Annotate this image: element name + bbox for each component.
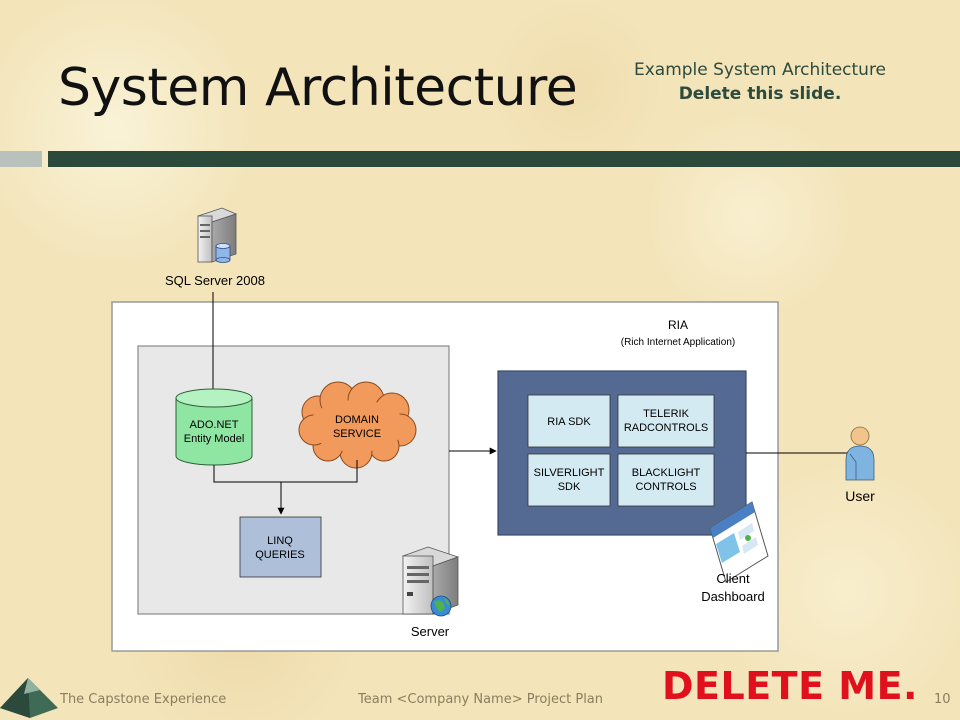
blacklight-tile — [617, 453, 715, 507]
ado-net-cylinder — [175, 388, 253, 466]
linq-label-1: LINQ — [267, 535, 293, 547]
subtitle-line-2: Delete this slide. — [678, 84, 842, 104]
footer-project: Team <Company Name> Project Plan — [358, 692, 604, 707]
database-icon — [215, 243, 231, 263]
ado-net-label-2: Entity Model — [184, 433, 245, 445]
ria-subtitle: (Rich Internet Application) — [621, 337, 736, 348]
linq-label-2: QUERIES — [255, 549, 305, 561]
silverlight-tile — [527, 453, 611, 507]
domain-service-cloud — [298, 381, 417, 469]
globe-icon — [430, 595, 452, 617]
user-icon — [845, 426, 875, 481]
title-rule-accent — [0, 151, 42, 167]
ado-domain-to-linq-connector — [213, 460, 358, 483]
sql-server-label: SQL Server 2008 — [165, 273, 265, 288]
logo-icon — [0, 678, 58, 718]
ria-sdk-label: RIA SDK — [547, 416, 591, 428]
telerik-label-2: RADCONTROLS — [624, 422, 708, 434]
silverlight-label-2: SDK — [558, 481, 581, 493]
subtitle-line-1: Example System Architecture — [633, 60, 887, 80]
domain-service-label-2: SERVICE — [333, 428, 381, 440]
telerik-tile — [617, 394, 715, 448]
ria-title: RIA — [668, 318, 688, 332]
client-dashboard-label-1: Client — [716, 571, 750, 586]
slide-title: System Architecture — [58, 58, 578, 118]
linq-box — [239, 516, 322, 578]
slide-subtitle: Example System Architecture Delete this … — [600, 58, 920, 106]
title-rule — [48, 151, 960, 167]
delete-me-banner: DELETE ME. — [662, 664, 918, 708]
telerik-label-1: TELERIK — [643, 408, 690, 420]
blacklight-label-1: BLACKLIGHT — [632, 467, 701, 479]
ado-net-label-1: ADO.NET — [190, 419, 239, 431]
domain-service-label-1: DOMAIN — [335, 414, 379, 426]
page-number: 10 — [934, 692, 951, 707]
dashboard-icon — [709, 501, 769, 583]
ria-sdk-tile — [527, 394, 611, 448]
server-label: Server — [411, 624, 450, 639]
user-label: User — [845, 488, 875, 504]
silverlight-label-1: SILVERLIGHT — [534, 467, 605, 479]
client-dashboard-label-2: Dashboard — [701, 589, 765, 604]
footer-course: The Capstone Experience — [60, 692, 227, 707]
blacklight-label-2: CONTROLS — [635, 481, 696, 493]
